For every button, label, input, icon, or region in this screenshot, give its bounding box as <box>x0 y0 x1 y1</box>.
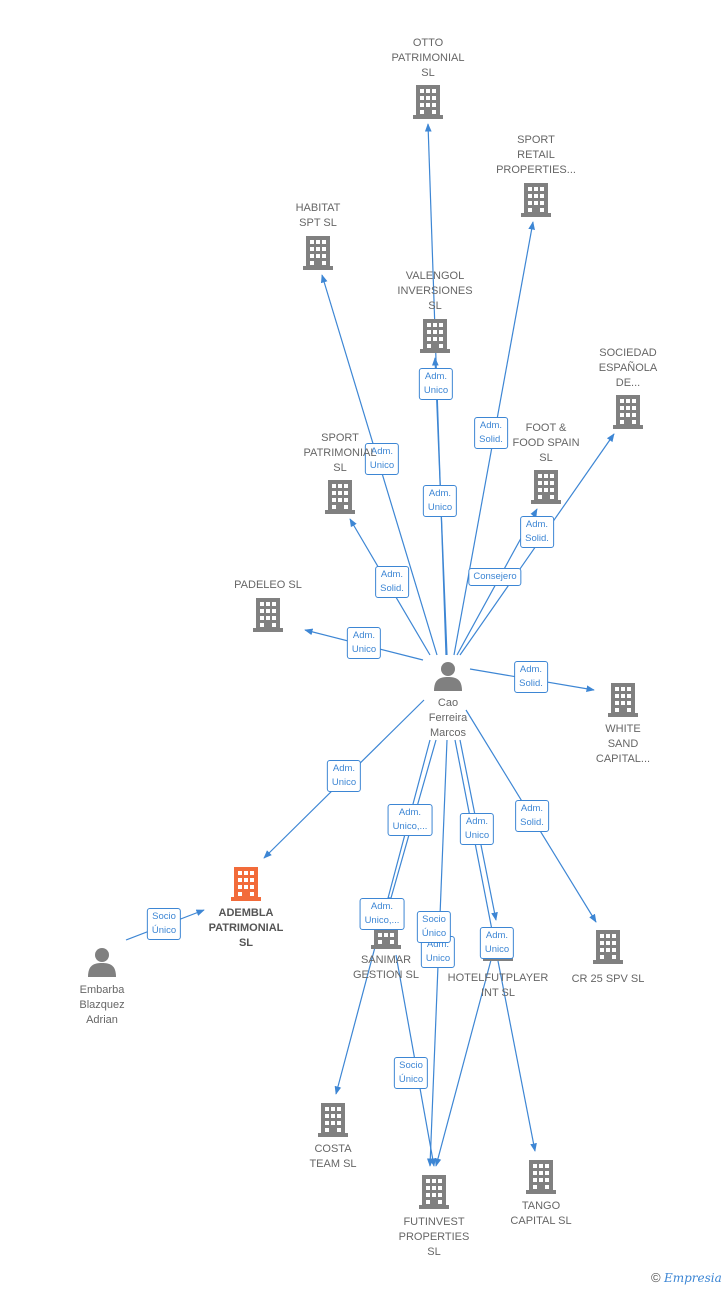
edge-label-cao-to-costa[interactable]: Adm. Unico,... <box>359 898 405 930</box>
edge-label-embarba-to-adembla[interactable]: Socio Único <box>146 908 182 940</box>
person-icon-embarba[interactable] <box>88 948 116 977</box>
node-label-foot_food[interactable]: FOOT & FOOD SPAIN SL <box>512 422 580 464</box>
node-label-cao[interactable]: Cao Ferreira Marcos <box>428 697 468 739</box>
edge-label-cao-to-habitat[interactable]: Adm. Unico <box>364 443 400 475</box>
node-label-costa[interactable]: COSTA TEAM SL <box>309 1143 357 1170</box>
edge-label-cao-to-sanimar[interactable]: Adm. Unico,... <box>387 804 433 836</box>
node-label-sociedad[interactable]: SOCIEDAD ESPAÑOLA DE... <box>598 347 658 389</box>
building-icon-foot_food[interactable] <box>531 470 561 504</box>
node-label-futinvest[interactable]: FUTINVEST PROPERTIES SL <box>398 1216 470 1258</box>
node-label-adembla[interactable]: ADEMBLA PATRIMONIAL SL <box>208 907 284 949</box>
node-label-sport_retail[interactable]: SPORT RETAIL PROPERTIES... <box>496 134 576 176</box>
edge-label-cao-to-hotelfut[interactable]: Adm. Unico <box>459 813 495 845</box>
building-icon-valengol[interactable] <box>420 319 450 353</box>
node-label-habitat[interactable]: HABITAT SPT SL <box>295 202 341 229</box>
person-icon-cao[interactable] <box>434 662 462 691</box>
edge-label-cao-to-adembla[interactable]: Adm. Unico <box>326 760 362 792</box>
edge-label-cao-to-sociedad[interactable]: Adm. Solid. <box>520 516 554 548</box>
edge-label-cao-to-sport_patrimonial[interactable]: Adm. Solid. <box>375 566 409 598</box>
copyright-symbol: © <box>651 1270 661 1285</box>
edge-label-cao-to-tango[interactable]: Adm. Unico <box>479 927 515 959</box>
building-icon-costa[interactable] <box>318 1103 348 1137</box>
building-icon-white_sand[interactable] <box>608 683 638 717</box>
edge-hotelfut-to-futinvest <box>434 959 492 1167</box>
building-icon-otto[interactable] <box>413 85 443 119</box>
edge-label-sanimar-to-futinvest[interactable]: Socio Único <box>393 1057 429 1089</box>
node-label-sport_patrimonial[interactable]: SPORT PATRIMONIAL SL <box>303 432 377 474</box>
building-icon-cr25[interactable] <box>593 930 623 964</box>
brand-name: Empresia <box>663 1271 722 1285</box>
node-label-sanimar[interactable]: SANIMAR GESTION SL <box>352 954 420 981</box>
edge-label-hotelfut-to-futinvest[interactable]: Socio Único <box>416 911 452 943</box>
edge-label-cao-to-foot_food[interactable]: Consejero <box>468 568 522 586</box>
building-icon-sociedad[interactable] <box>613 395 643 429</box>
node-label-hotelfut[interactable]: HOTELFUTPLAYER INT SL <box>447 972 549 999</box>
building-icon-futinvest[interactable] <box>419 1175 449 1209</box>
building-icon-adembla[interactable] <box>231 867 261 901</box>
building-icon-tango[interactable] <box>526 1160 556 1194</box>
node-label-tango[interactable]: TANGO CAPITAL SL <box>510 1200 572 1227</box>
edge-label-cao-to-sport_retail[interactable]: Adm. Solid. <box>474 417 508 449</box>
node-label-embarba[interactable]: Embarba Blazquez Adrian <box>79 984 125 1026</box>
building-icon-sport_retail[interactable] <box>521 183 551 217</box>
node-label-cr25[interactable]: CR 25 SPV SL <box>571 973 645 985</box>
node-label-white_sand[interactable]: WHITE SAND CAPITAL... <box>595 723 651 765</box>
edge-label-cao-to-padeleo[interactable]: Adm. Unico <box>346 627 382 659</box>
building-icon-sport_patrimonial[interactable] <box>325 480 355 514</box>
node-label-otto[interactable]: OTTO PATRIMONIAL SL <box>391 37 465 79</box>
edge-label-cao-to-otto[interactable]: Adm. Unico <box>418 368 454 400</box>
building-icon-padeleo[interactable] <box>253 598 283 632</box>
node-label-padeleo[interactable]: PADELEO SL <box>234 579 302 591</box>
node-label-valengol[interactable]: VALENGOL INVERSIONES SL <box>397 270 473 312</box>
edge-label-cao-to-cr25[interactable]: Adm. Solid. <box>515 800 549 832</box>
edge-label-cao-to-valengol[interactable]: Adm. Unico <box>422 485 458 517</box>
edge-label-cao-to-white_sand[interactable]: Adm. Solid. <box>514 661 548 693</box>
brand-logo: © Empresia <box>651 1270 722 1285</box>
building-icon-habitat[interactable] <box>303 236 333 270</box>
